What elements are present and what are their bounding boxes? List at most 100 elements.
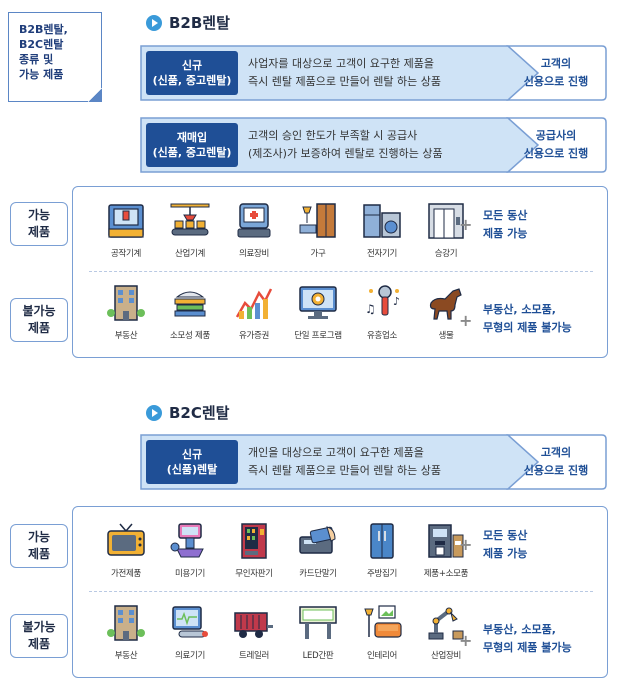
product-caption: 유가증권 bbox=[238, 331, 270, 341]
product-caption: 소모성 제품 bbox=[169, 331, 210, 341]
plus-icon: + bbox=[459, 631, 473, 650]
desc-line: 즉시 렌탈 제품으로 만들어 렌탈 하는 상품 bbox=[248, 75, 442, 88]
divider bbox=[89, 591, 593, 592]
product-item: 생물 bbox=[415, 283, 477, 341]
divider bbox=[89, 271, 593, 272]
result-line: 고객의 bbox=[540, 57, 572, 70]
medical-monitor-icon bbox=[168, 603, 212, 643]
horse-icon bbox=[424, 283, 468, 323]
product-caption: 공작기계 bbox=[110, 249, 142, 259]
product-item: ♫ ♪ 유흥업소 bbox=[351, 283, 413, 341]
b2b-available-items: 공작기계 산업기계 의료장비 가구 전자기기 bbox=[95, 201, 479, 259]
desc-line: 즉시 렌탈 제품으로 만들어 렌탈 하는 상품 bbox=[248, 464, 442, 477]
page-fold-icon bbox=[88, 88, 102, 102]
product-item: LED간판 bbox=[287, 603, 349, 661]
product-item: 카드단말기 bbox=[287, 521, 349, 579]
b2c-title-text: B2C렌탈 bbox=[169, 404, 230, 422]
type-tag-line: (신품, 중고렌탈) bbox=[152, 74, 232, 87]
product-caption: 전자기기 bbox=[366, 249, 398, 259]
unavailable-note: 부동산, 소모품, 무형의 제품 불가능 bbox=[483, 301, 572, 337]
label-line: 제품 bbox=[27, 225, 51, 239]
interior-icon bbox=[360, 603, 404, 643]
product-caption: 가구 bbox=[310, 249, 326, 259]
building-icon bbox=[104, 283, 148, 323]
note-line: 무형의 제품 불가능 bbox=[483, 321, 572, 334]
b2b-section-title: B2B렌탈 bbox=[146, 12, 230, 33]
b2b-row-rebuy: 재매입 (신품, 중고렌탈) 고객의 승인 한도가 부족할 시 공급사 (제조사… bbox=[138, 115, 608, 175]
product-caption: 산업장비 bbox=[430, 651, 462, 661]
trailer-icon bbox=[232, 603, 276, 643]
desc-line: (제조사)가 보증하여 렌탈로 진행하는 상품 bbox=[248, 147, 443, 160]
product-item: 트레일러 bbox=[223, 603, 285, 661]
note-line: 부동산, 소모품, bbox=[483, 303, 556, 316]
play-bullet-icon bbox=[146, 404, 162, 421]
note-line: B2B렌탈, bbox=[19, 23, 68, 36]
note-line: B2C렌탈 bbox=[19, 38, 64, 51]
product-item: 미용기기 bbox=[159, 521, 221, 579]
plus-icon: + bbox=[459, 215, 473, 234]
credit-result: 공급사의 신용으로 진행 bbox=[510, 127, 602, 163]
b2c-available-label: 가능 제품 bbox=[10, 524, 68, 568]
kitchen-appliance-icon bbox=[360, 521, 404, 561]
label-line: 불가능 bbox=[22, 304, 56, 318]
product-caption: 무인자판기 bbox=[235, 569, 273, 579]
b2b-available-label: 가능 제품 bbox=[10, 202, 68, 246]
b2b-unavailable-label: 불가능 제품 bbox=[10, 298, 68, 342]
plus-icon: + bbox=[459, 311, 473, 330]
svg-text:♪: ♪ bbox=[393, 295, 400, 308]
arrow-shape bbox=[140, 45, 607, 101]
b2c-product-panel: 가전제품 미용기기 무인자판기 카드단말기 주방집기 bbox=[72, 506, 608, 678]
note-line: 제품 가능 bbox=[483, 227, 528, 240]
product-item: 산업장비 bbox=[415, 603, 477, 661]
result-line: 신용으로 진행 bbox=[523, 147, 589, 160]
product-caption: 부동산 bbox=[114, 651, 138, 661]
product-caption: 미용기기 bbox=[174, 569, 206, 579]
led-sign-icon bbox=[296, 603, 340, 643]
product-item: 무인자판기 bbox=[223, 521, 285, 579]
robot-arm-icon bbox=[424, 603, 468, 643]
product-item: 가전제품 bbox=[95, 521, 157, 579]
svg-text:♫: ♫ bbox=[365, 302, 376, 316]
type-tag: 신규 (신품, 중고렌탈) bbox=[146, 51, 238, 95]
type-tag: 재매입 (신품, 중고렌탈) bbox=[146, 123, 238, 167]
product-item: 의료장비 bbox=[223, 201, 285, 259]
note-line: 종류 및 bbox=[19, 53, 54, 66]
b2c-row-new: 신규 (신품)렌탈 개인을 대상으로 고객이 요구한 제품을 즉시 렌탈 제품으… bbox=[138, 432, 608, 492]
product-item: 주방집기 bbox=[351, 521, 413, 579]
securities-chart-icon bbox=[232, 283, 276, 323]
machine-tool-icon bbox=[104, 201, 148, 241]
b2c-section-title: B2C렌탈 bbox=[146, 402, 229, 423]
type-tag-line: 재매입 bbox=[176, 131, 208, 144]
label-line: 제품 bbox=[27, 547, 51, 561]
b2b-product-panel: 공작기계 산업기계 의료장비 가구 전자기기 bbox=[72, 186, 608, 358]
appliance-icon bbox=[360, 201, 404, 241]
note-line: 부동산, 소모품, bbox=[483, 623, 556, 636]
product-caption: 카드단말기 bbox=[299, 569, 337, 579]
product-item: 부동산 bbox=[95, 603, 157, 661]
type-tag-line: 신규 bbox=[181, 448, 203, 461]
note-line: 모든 동산 bbox=[483, 209, 528, 222]
product-item: 승강기 bbox=[415, 201, 477, 259]
b2c-unavailable-label: 불가능 제품 bbox=[10, 614, 68, 658]
type-tag-line: (신품, 중고렌탈) bbox=[152, 146, 232, 159]
product-item: 의료기기 bbox=[159, 603, 221, 661]
available-note: 모든 동산 제품 가능 bbox=[483, 527, 527, 563]
building-icon bbox=[104, 603, 148, 643]
product-caption: 유흥업소 bbox=[366, 331, 398, 341]
type-description: 고객의 승인 한도가 부족할 시 공급사 (제조사)가 보증하여 렌탈로 진행하… bbox=[248, 127, 498, 163]
product-caption: 가전제품 bbox=[110, 569, 142, 579]
product-item: 공작기계 bbox=[95, 201, 157, 259]
b2c-unavailable-items: 부동산 의료기기 트레일러 LED간판 인테리어 bbox=[95, 603, 479, 661]
unavailable-note: 부동산, 소모품, 무형의 제품 불가능 bbox=[483, 621, 572, 657]
type-tag: 신규 (신품)렌탈 bbox=[146, 440, 238, 484]
result-line: 고객의 bbox=[540, 446, 572, 459]
industrial-machine-icon bbox=[168, 201, 212, 241]
result-line: 신용으로 진행 bbox=[523, 464, 589, 477]
product-item: 부동산 bbox=[95, 283, 157, 341]
product-caption: 인테리어 bbox=[366, 651, 398, 661]
desc-line: 개인을 대상으로 고객이 요구한 제품을 bbox=[248, 446, 424, 459]
play-bullet-icon bbox=[146, 14, 162, 31]
arrow-shape bbox=[140, 117, 607, 173]
section-note: B2B렌탈, B2C렌탈 종류 및 가능 제품 bbox=[8, 12, 102, 102]
product-caption: 의료장비 bbox=[238, 249, 270, 259]
